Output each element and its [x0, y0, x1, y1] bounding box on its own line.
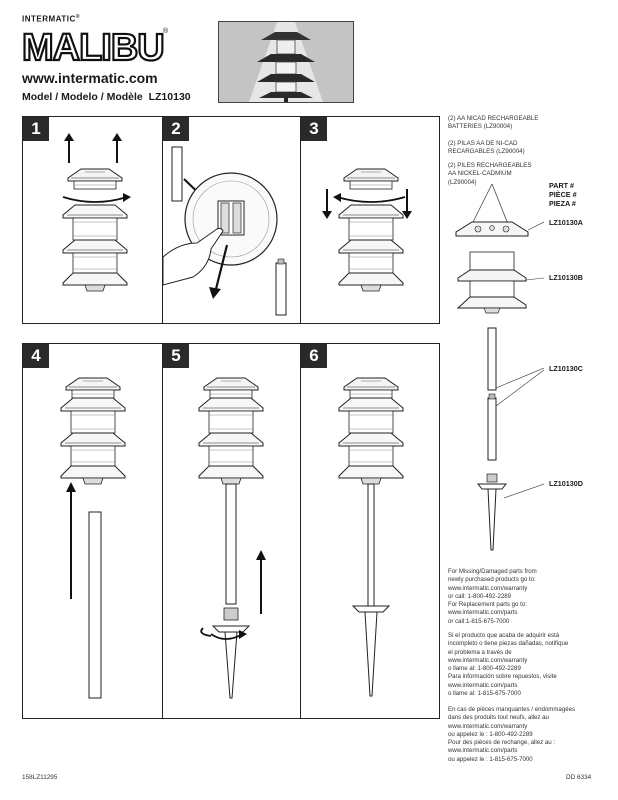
- svg-text:MALIBU: MALIBU: [22, 27, 164, 66]
- part-code-b: LZ10130B: [549, 273, 583, 282]
- step-5-panel: 5: [162, 343, 301, 719]
- step-1-illustration: [62, 132, 131, 292]
- step-6-illustration: [338, 377, 404, 697]
- step-6-panel: 6: [300, 343, 440, 719]
- step-number: 6: [301, 344, 327, 368]
- step-1-panel: 1: [22, 116, 163, 324]
- step-4-illustration: [60, 377, 126, 699]
- step-2-panel: 2: [162, 116, 301, 324]
- step-3-panel: 3: [300, 116, 440, 324]
- step-number: 4: [23, 344, 49, 368]
- step-5-illustration: [198, 377, 266, 699]
- step-number: 5: [163, 344, 189, 368]
- step-number: 1: [23, 117, 49, 141]
- part-code-a: LZ10130A: [549, 218, 583, 227]
- footer-dd-code: DD 6334: [566, 774, 592, 781]
- model-label: Model / Modelo / Modèle: [22, 91, 143, 103]
- malibu-logo: MALIBU ®: [21, 26, 169, 66]
- parts-header: PART #PIÈCE #PIEZA #: [549, 181, 577, 208]
- part-code-d: LZ10130D: [549, 479, 583, 488]
- model-line: Model / Modelo / Modèle LZ10130: [22, 91, 191, 103]
- product-photo: [218, 21, 354, 103]
- info-spanish: Si el producto que acaba de adquirir est…: [448, 632, 569, 698]
- model-number: LZ10130: [148, 91, 191, 103]
- website-url: www.intermatic.com: [22, 70, 158, 86]
- svg-text:®: ®: [163, 27, 169, 35]
- part-code-c: LZ10130C: [549, 364, 583, 373]
- parts-illustration: [455, 183, 544, 551]
- info-french: En cas de pièces manquantes / endommagée…: [448, 706, 576, 763]
- step-2-illustration: [163, 146, 287, 316]
- step-number: 3: [301, 117, 327, 141]
- step-3-illustration: [321, 168, 413, 292]
- footer-doc-code: 158LZ11295: [22, 774, 58, 781]
- step-4-panel: 4: [22, 343, 163, 719]
- step-number: 2: [163, 117, 189, 141]
- intermatic-wordmark: INTERMATIC®: [22, 14, 80, 24]
